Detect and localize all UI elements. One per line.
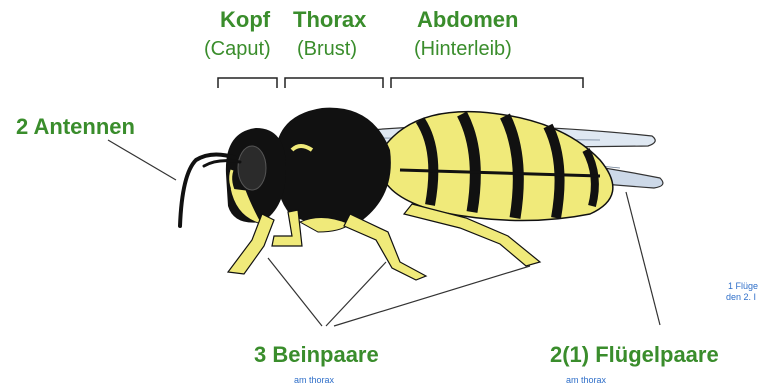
bracket-thorax: [285, 78, 383, 88]
label-kopf-sub: (Caput): [204, 38, 271, 61]
label-fluegelpaare: 2(1) Flügelpaare: [550, 342, 719, 368]
label-thorax: Thorax: [293, 7, 366, 33]
pointer-leg-1: [268, 258, 322, 326]
side-note-line1: 1 Flüge: [728, 281, 758, 291]
pointer-antennen: [108, 140, 176, 180]
wasp-abdomen: [382, 112, 613, 221]
label-kopf: Kopf: [220, 7, 270, 33]
bracket-kopf: [218, 78, 277, 88]
label-thorax-sub: (Brust): [297, 38, 357, 61]
label-beinpaare: 3 Beinpaare: [254, 342, 379, 368]
label-abdomen: Abdomen: [417, 7, 518, 33]
wasp-head: [226, 128, 286, 224]
note-fluegelpaare: am thorax: [566, 375, 606, 385]
bracket-abdomen: [391, 78, 583, 88]
label-antennen: 2 Antennen: [16, 114, 135, 140]
label-abdomen-sub: (Hinterleib): [414, 38, 512, 61]
pointer-fluegel: [626, 192, 660, 325]
pointer-leg-2: [326, 262, 386, 326]
pointer-leg-3: [334, 266, 530, 326]
note-beinpaare: am thorax: [294, 375, 334, 385]
side-note-line2: den 2. I: [726, 292, 756, 302]
